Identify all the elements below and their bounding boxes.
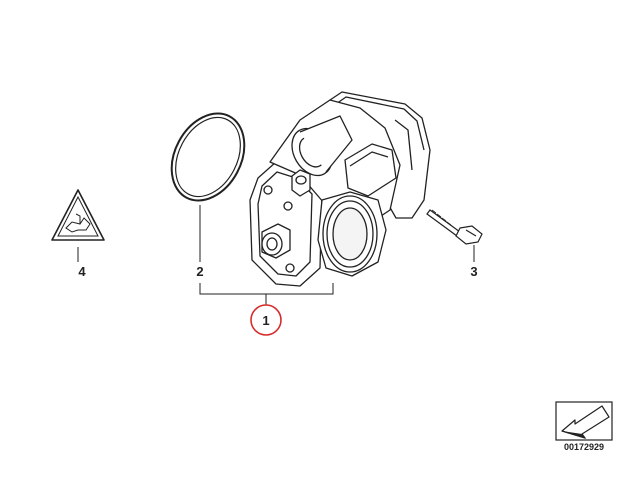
throttle-body[interactable]: [249, 91, 431, 287]
warning-triangle-icon: [51, 189, 105, 241]
leader-lines: [77, 205, 475, 305]
callout-part-3: 3: [470, 264, 477, 279]
callout-part-2: 2: [196, 264, 203, 279]
callout-part-1: 1: [262, 313, 269, 328]
callout-part-1-highlight[interactable]: 1: [250, 304, 282, 336]
diagram-number: 00172929: [563, 442, 605, 452]
callout-part-4: 4: [78, 264, 86, 279]
gasket-ring[interactable]: [157, 101, 258, 213]
navigation-arrow-icon[interactable]: [555, 401, 613, 441]
bolt[interactable]: [426, 209, 483, 245]
